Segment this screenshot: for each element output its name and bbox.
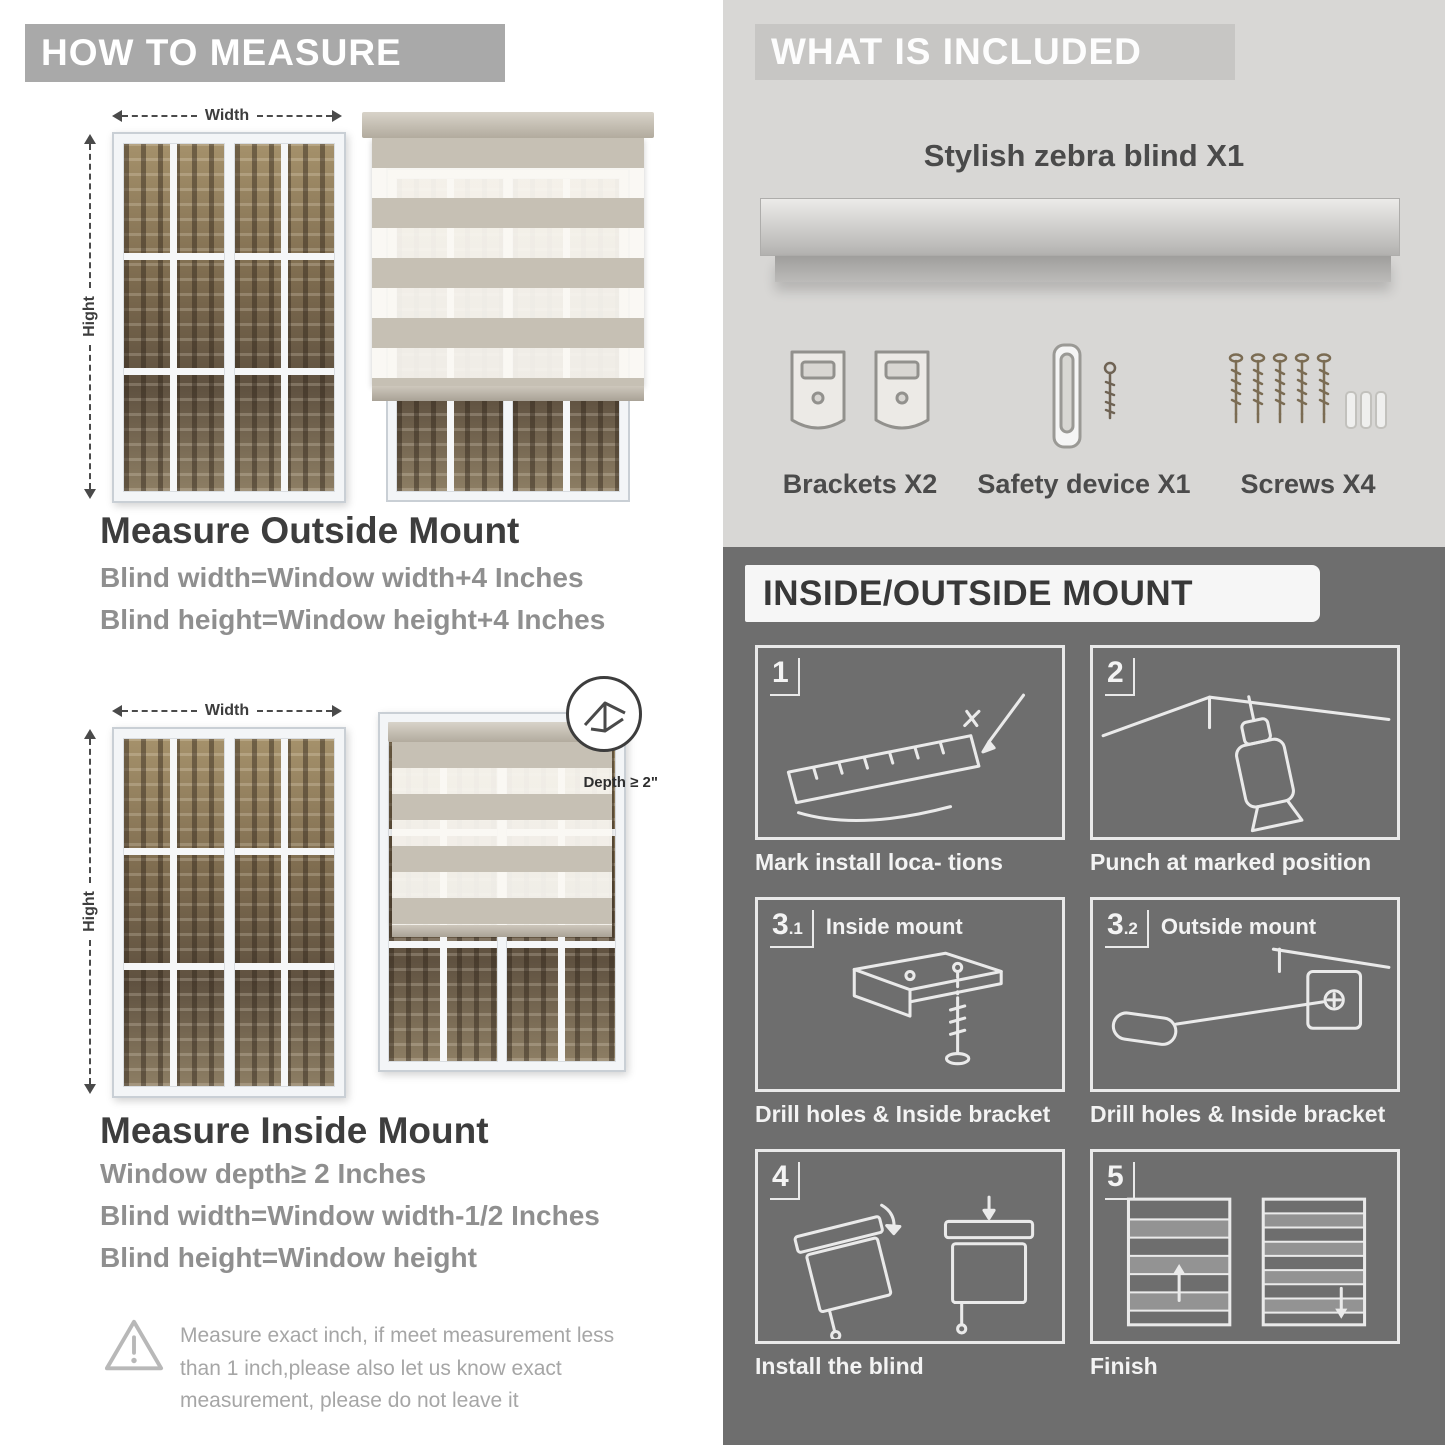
arrow-up-icon <box>84 134 96 144</box>
arrow-up-icon <box>84 729 96 739</box>
step-2: 2 <box>1090 645 1400 876</box>
how-to-measure-header: HOW TO MEASURE <box>25 24 505 82</box>
mount-header: INSIDE/OUTSIDE MOUNT <box>745 565 1320 622</box>
measure-outside-title: Measure Outside Mount <box>100 510 520 551</box>
ruler-marking-illustration <box>786 693 1026 822</box>
step-number-badge: 1 <box>770 658 800 696</box>
height-label: Hight <box>81 296 98 337</box>
blind-headrail-illustration <box>760 198 1400 256</box>
blind-bottom-rail <box>372 386 644 401</box>
part-safety-device: Safety device X1 <box>972 322 1196 500</box>
blind-bottom-rail <box>392 925 612 937</box>
screws-icon <box>1228 353 1387 429</box>
step-4-caption: Install the blind <box>755 1353 924 1379</box>
warning-triangle-icon <box>103 1316 165 1379</box>
step-3-2-box: 3.2 Outside mount <box>1090 897 1400 1092</box>
depth-corner-icon <box>583 701 626 733</box>
measurement-warning-text: Measure exact inch, if meet measurement … <box>180 1324 615 1413</box>
install-blind-illustration <box>793 1195 1035 1339</box>
step-1-box: 1 <box>755 645 1065 840</box>
step-5-caption: Finish <box>1090 1353 1158 1379</box>
arrow-left-icon <box>112 705 122 717</box>
window-illustration-inside: Width Hight <box>78 695 348 1100</box>
part-brackets: Brackets X2 <box>748 322 972 500</box>
step-number-badge: 5 <box>1105 1162 1135 1200</box>
outside-rule-2: Blind height=Window height+4 Inches <box>100 604 606 635</box>
step-2-caption: Punch at marked position <box>1090 849 1372 875</box>
height-arrow: Hight <box>80 729 100 1094</box>
zebra-blind-illustration-outside <box>362 112 654 504</box>
window-frame <box>112 132 346 503</box>
arrow-down-icon <box>84 1084 96 1094</box>
measure-inside-title: Measure Inside Mount <box>100 1110 489 1151</box>
step-number-badge: 2 <box>1105 658 1135 696</box>
width-arrow: Width <box>112 701 342 721</box>
step-4: 4 <box>755 1149 1065 1380</box>
inside-bracket-screw-illustration <box>852 951 1003 1066</box>
arrow-down-icon <box>84 489 96 499</box>
height-arrow: Hight <box>80 134 100 499</box>
brackets-label: Brackets X2 <box>782 469 938 499</box>
arrow-right-icon <box>332 705 342 717</box>
inside-rule-3: Blind height=Window height <box>100 1242 477 1273</box>
drill-illustration <box>1101 695 1391 833</box>
step-5: 5 <box>1090 1149 1400 1380</box>
zebra-stripes <box>392 742 612 925</box>
inside-rule-2: Blind width=Window width-1/2 Inches <box>100 1200 600 1231</box>
screws-label: Screws X4 <box>1240 469 1376 499</box>
product-name: Stylish zebra blind X1 <box>923 138 1245 173</box>
depth-callout-circle <box>566 676 642 752</box>
window-frame <box>112 727 346 1098</box>
safety-device-label: Safety device X1 <box>977 469 1191 499</box>
step-number-badge: 3.1 <box>770 910 814 948</box>
zebra-stripes <box>372 138 644 386</box>
width-label: Width <box>204 107 250 124</box>
step-3-1-caption: Drill holes & Inside bracket <box>755 1101 1051 1127</box>
window-sash <box>123 143 225 492</box>
step-1: 1 <box>755 645 1065 876</box>
outside-rule-1: Blind width=Window width+4 Inches <box>100 562 584 593</box>
height-label: Hight <box>81 891 98 932</box>
step-3-1-box: 3.1 Inside mount <box>755 897 1065 1092</box>
depth-label: Depth ≥ 2" <box>583 774 658 791</box>
blind-headrail-valance <box>775 256 1391 282</box>
included-parts-row: Brackets X2 Safety device X1 <box>748 322 1420 500</box>
mount-steps-grid: 1 <box>755 645 1400 1380</box>
bracket-icon <box>790 350 930 430</box>
width-label: Width <box>204 702 250 719</box>
blind-cassette <box>388 722 616 742</box>
arrow-right-icon <box>332 110 342 122</box>
zebra-blind-illustration-inside: Depth ≥ 2" <box>378 676 658 1072</box>
arrow-left-icon <box>112 110 122 122</box>
inside-rule-1: Window depth≥ 2 Inches <box>100 1158 427 1189</box>
step-number-badge: 3.2 <box>1105 910 1149 948</box>
window-sash <box>233 143 335 492</box>
step-1-caption: Mark install loca- tions <box>755 849 1003 875</box>
part-screws: Screws X4 <box>1196 322 1420 500</box>
step-4-box: 4 <box>755 1149 1065 1344</box>
step-2-box: 2 <box>1090 645 1400 840</box>
outside-bracket-screwdriver-illustration <box>1111 947 1391 1046</box>
window-illustration-outside: Width Hight <box>78 100 348 505</box>
mount-instructions-section: INSIDE/OUTSIDE MOUNT 1 <box>723 547 1445 1445</box>
what-is-included-header: WHAT IS INCLUDED <box>755 24 1235 80</box>
step-5-box: 5 <box>1090 1149 1400 1344</box>
step-number-badge: 4 <box>770 1162 800 1200</box>
width-arrow: Width <box>112 106 342 126</box>
safety-device-icon <box>1052 343 1117 449</box>
finished-blinds-illustration <box>1126 1197 1367 1327</box>
step-3-2-caption: Drill holes & Inside bracket <box>1090 1101 1386 1127</box>
step-3-1: 3.1 Inside mount <box>755 897 1065 1128</box>
what-is-included-section: WHAT IS INCLUDED Stylish zebra blind X1 … <box>723 0 1445 547</box>
step-3-2: 3.2 Outside mount <box>1090 897 1400 1128</box>
blind-cassette <box>362 112 654 138</box>
